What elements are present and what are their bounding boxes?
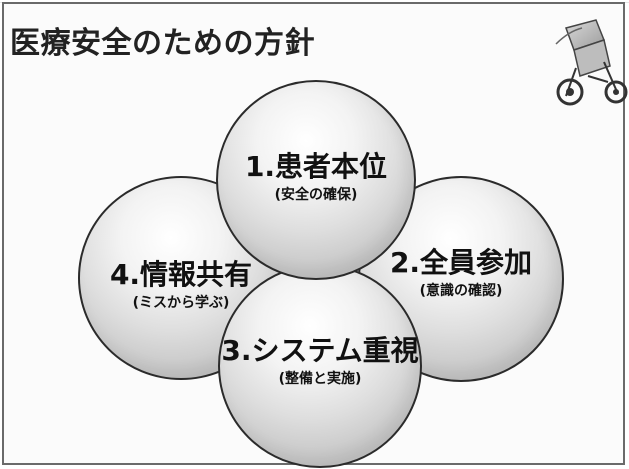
principle-subtitle-2: (意識の確認)	[419, 283, 503, 299]
principle-text-4: 4.情報共有 (ミスから学ぶ)	[80, 260, 282, 312]
principle-subtitle-4: (ミスから学ぶ)	[132, 295, 230, 311]
principle-title-2: 2.全員参加	[389, 246, 533, 279]
principle-title-1: 1.患者本位	[244, 150, 388, 183]
principle-title-4: 4.情報共有	[109, 258, 253, 291]
principle-circle-1: 1.患者本位 (安全の確保)	[216, 80, 416, 280]
principle-subtitle-3: (整備と実施)	[278, 371, 362, 387]
principle-circle-3: 3.システム重視 (整備と実施)	[218, 264, 422, 468]
principle-text-3: 3.システム重視 (整備と実施)	[220, 336, 420, 388]
principle-title-3: 3.システム重視	[221, 334, 419, 367]
wheelchair-icon	[548, 10, 628, 110]
principle-text-1: 1.患者本位 (安全の確保)	[218, 152, 414, 204]
slide-title: 医療安全のための方針	[10, 26, 315, 61]
principle-text-2: 2.全員参加 (意識の確認)	[360, 248, 562, 300]
principle-subtitle-1: (安全の確保)	[274, 187, 358, 203]
